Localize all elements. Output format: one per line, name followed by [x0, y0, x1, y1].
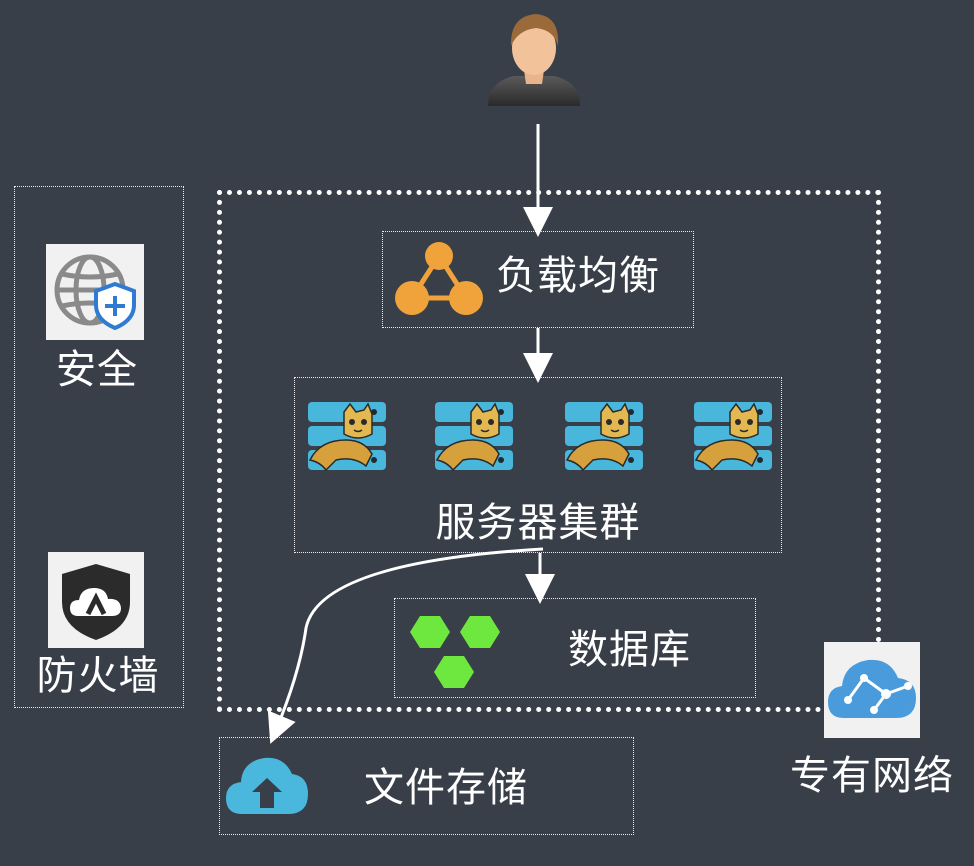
- security-label: 安全: [56, 347, 138, 393]
- database-box: [394, 598, 756, 698]
- tomcat-server-icon: [694, 402, 772, 472]
- tomcat-server-icon: [308, 402, 386, 472]
- shield-cloud-icon: [62, 564, 130, 640]
- triangle-nodes-icon: [395, 242, 483, 315]
- file-storage-label: 文件存储: [364, 765, 528, 811]
- database-label: 数据库: [568, 627, 691, 673]
- tomcat-server-icon: [435, 402, 513, 472]
- globe-shield-icon: [54, 254, 136, 331]
- vpc-boundary: [217, 190, 881, 712]
- vpc-label: 专有网络: [790, 753, 954, 799]
- server-icon: [433, 400, 515, 476]
- load-balancer-label: 负载均衡: [496, 253, 660, 299]
- server-cluster-label: 服务器集群: [435, 500, 641, 546]
- cloud-network-icon: [828, 659, 916, 718]
- user-avatar-icon: [488, 14, 580, 106]
- security-panel: [14, 186, 184, 708]
- firewall-icon-tile: [48, 552, 144, 648]
- hexagon-cluster-icon: [410, 616, 500, 688]
- arrow-cluster-to-storage: [267, 547, 544, 744]
- cloud-upload-icon: [226, 757, 308, 814]
- server-icon: [692, 400, 774, 476]
- server-icon: [563, 400, 645, 476]
- vpc-icon-tile: [824, 642, 920, 738]
- server-icon: [306, 400, 388, 476]
- tomcat-server-icon: [565, 402, 643, 472]
- security-icon-tile: [46, 244, 144, 340]
- file-storage-box: [219, 737, 634, 835]
- firewall-label: 防火墙: [36, 653, 160, 699]
